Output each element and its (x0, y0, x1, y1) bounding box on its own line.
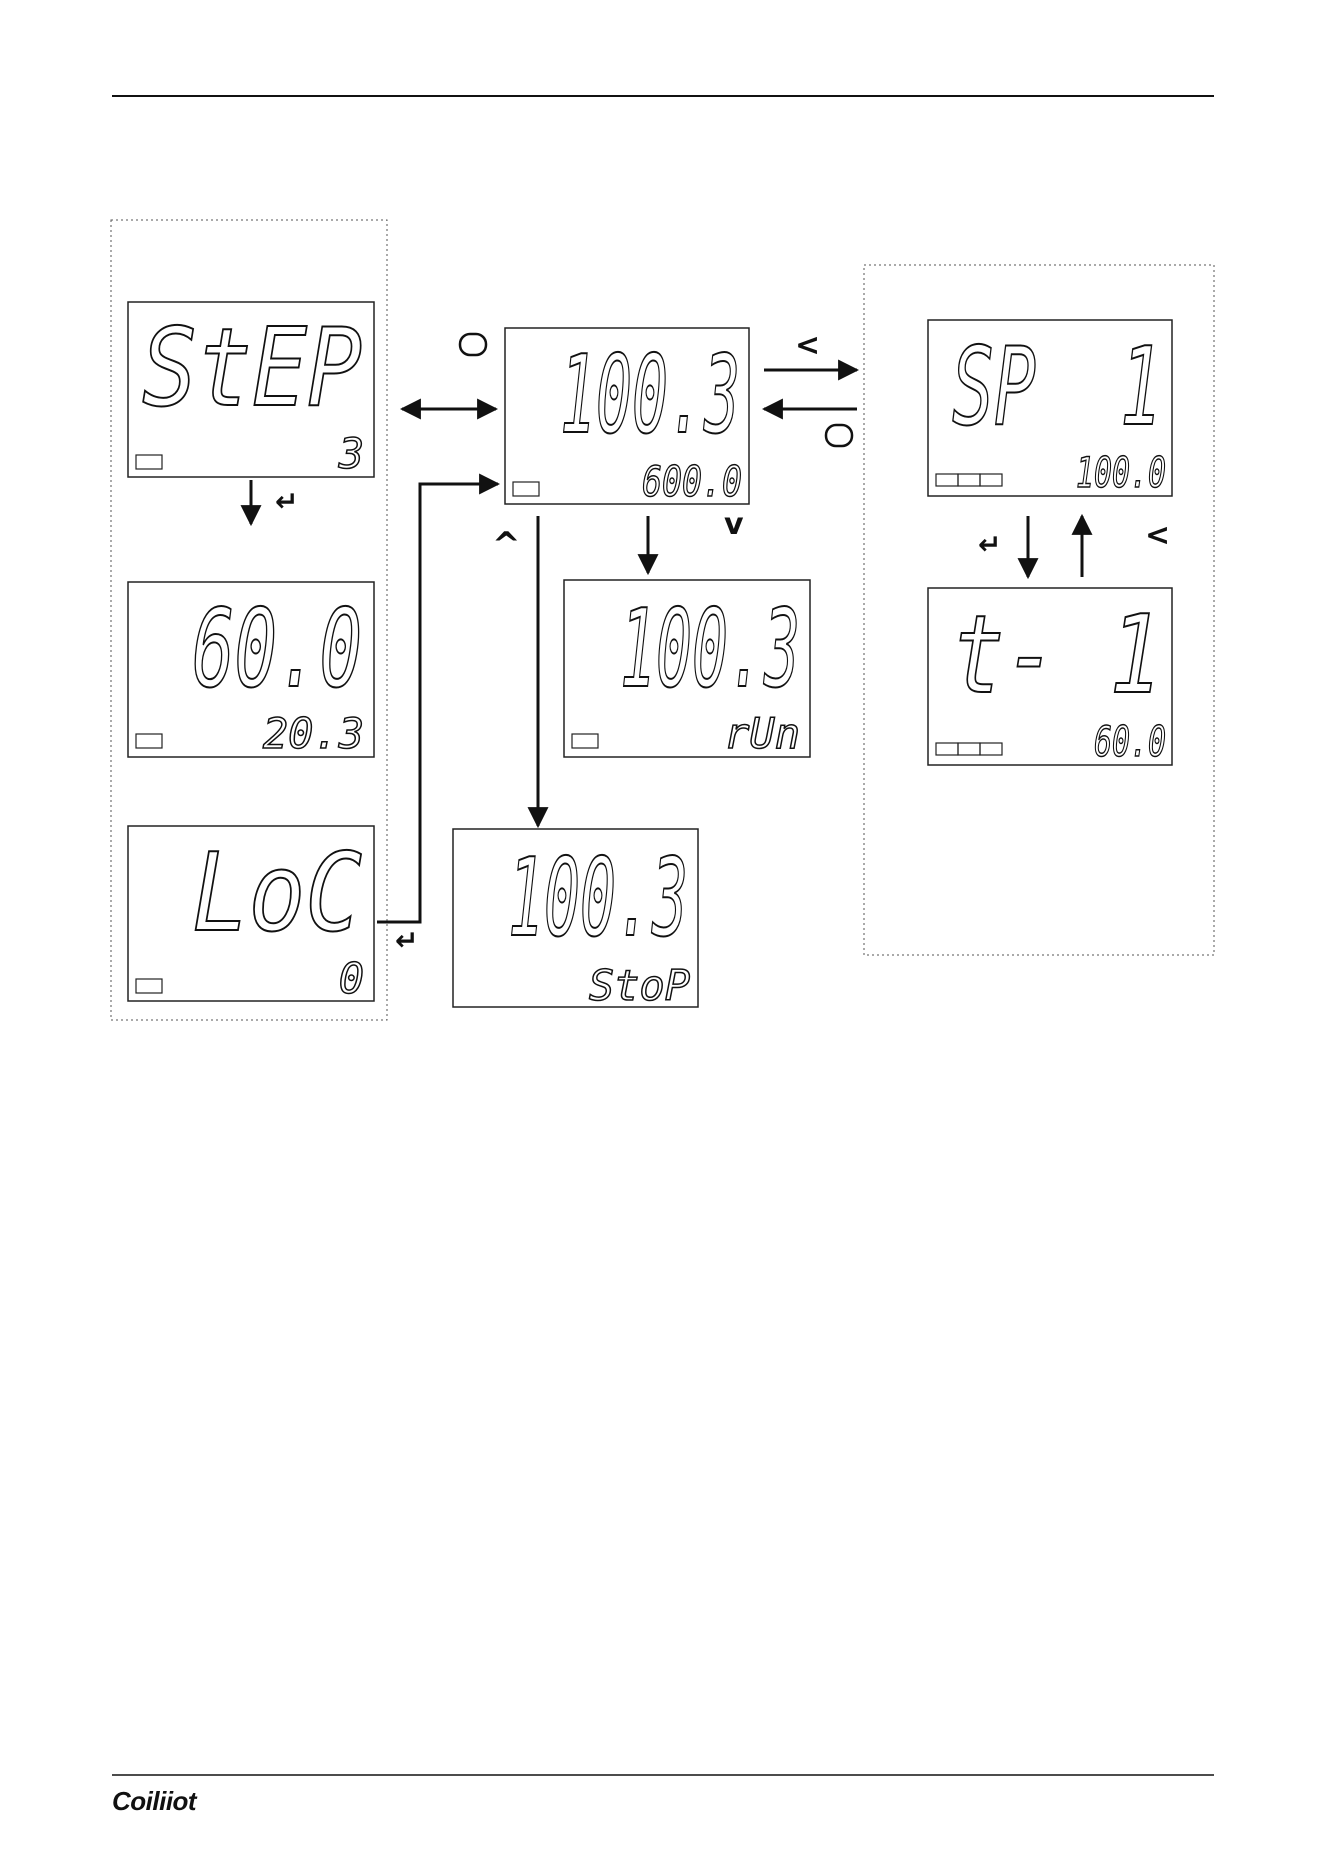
enter-key-icon: ↵ (395, 924, 418, 957)
lcd-sp-screen: SP 1 100.0 (928, 320, 1172, 497)
lcd-home-main: 100.3 (560, 333, 740, 458)
enter-key-icon: ↵ (978, 528, 1001, 561)
lcd-time-screen: 60.0 20.3 (128, 582, 374, 758)
enter-key-icon: ↵ (275, 485, 298, 518)
lcd-stop-main: 100.3 (508, 836, 688, 961)
lcd-time-sub: 20.3 (263, 709, 364, 758)
lcd-home-screen: 100.3 600.0 (505, 328, 749, 506)
up-key-icon: ^ (492, 525, 521, 565)
lcd-home-sub: 600.0 (642, 457, 742, 506)
lcd-t-main: t- 1 (952, 593, 1162, 718)
lcd-t-sub: 60.0 (1094, 717, 1166, 766)
lcd-sp-main: SP 1 (952, 325, 1162, 450)
lcd-step-screen: StEP 3 (128, 302, 374, 478)
lcd-t-screen: t- 1 60.0 (928, 588, 1172, 766)
lcd-loc-sub: 0 (339, 954, 364, 1003)
lcd-sp-sub: 100.0 (1076, 448, 1166, 497)
lcd-time-main: 60.0 (192, 587, 362, 712)
brand-logo: Coiliiot (112, 1786, 196, 1817)
lcd-run-sub: rUn (724, 709, 800, 758)
lcd-step-main: StEP (142, 306, 362, 431)
lcd-stop-screen: 100.3 StoP (453, 829, 698, 1010)
mode-key-icon (826, 425, 852, 446)
mode-key-icon (460, 334, 486, 355)
lcd-step-sub: 3 (338, 429, 364, 478)
lcd-loc-screen: LoC 0 (128, 826, 374, 1003)
lcd-run-screen: 100.3 rUn (564, 580, 810, 758)
lcd-run-main: 100.3 (620, 587, 800, 712)
down-key-icon: v (724, 507, 744, 542)
left-key-icon: < (795, 328, 820, 363)
left-key-icon: < (1145, 518, 1170, 553)
lcd-stop-sub: StoP (589, 961, 690, 1010)
lcd-loc-main: LoC (192, 831, 362, 956)
